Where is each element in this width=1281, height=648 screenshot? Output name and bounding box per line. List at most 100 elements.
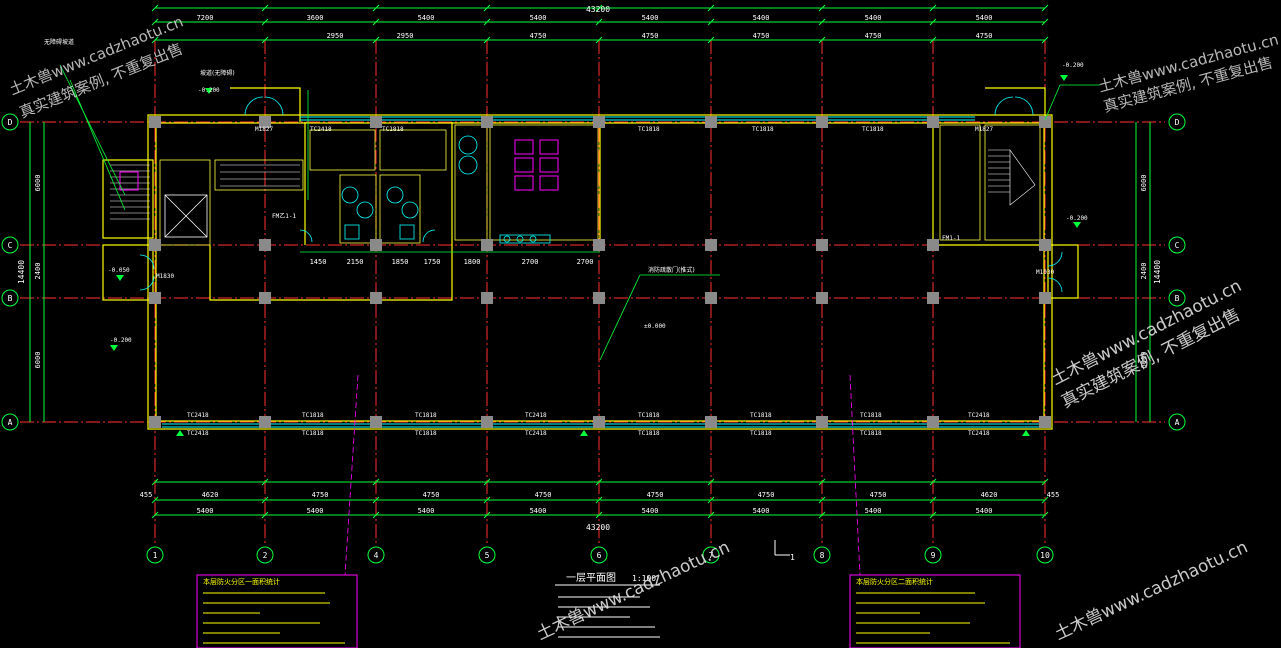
axis-label-1: 1 [153,551,158,560]
dim-tick [483,36,491,44]
dim-tick [1041,478,1049,486]
column [705,239,717,251]
bottom-sub-dim-2: 4750 [312,491,329,499]
axis-bubble-6 [590,546,608,564]
axis-label-9: 9 [931,551,936,560]
dim-tick [372,478,380,486]
axis-label-B: B [1175,294,1180,303]
right-dim-1: 2400 [1140,263,1148,280]
windows [162,116,1040,428]
dim-tick [818,496,826,504]
column [927,292,939,304]
top-dim-1: 3600 [307,14,324,22]
top-dim-7: 5400 [976,14,993,22]
mark-1 [774,540,790,556]
column [593,416,605,428]
bottom-sub-dim-8: 4620 [981,491,998,499]
column [1039,292,1051,304]
stair-left [110,164,300,220]
elevation-label-4: -0.200 [1062,62,1084,69]
dim-tick [151,478,159,486]
window-label-bottom2-1: TC1818 [302,430,324,437]
text-layer: 43200 43200 14400 14400 一层平面图 1:100 本层防火… [17,5,1162,586]
top-dim-6: 5400 [865,14,882,22]
watermark-bottom-right: 土木兽www.cadzhaotu.cn [1052,537,1251,644]
dim-tick [818,36,826,44]
axis-bubble-1 [146,546,164,564]
inner-dim-5: 2700 [522,258,539,266]
dim-tick [261,4,269,12]
panel-left-title: 本层防火分区一面积统计 [203,577,280,586]
column [593,292,605,304]
window-label-bottom2-6: TC1818 [860,430,882,437]
elevation-markers [110,75,1081,436]
window-label-bottom2-4: TC1818 [638,430,660,437]
dimension-ticks [151,4,1049,519]
column [705,116,717,128]
dim-tick [595,511,603,519]
dimension-lines [29,7,1151,516]
column [149,292,161,304]
dim-tick [1041,18,1049,26]
dim-tick [1041,496,1049,504]
right-dim-0: 6000 [1140,175,1148,192]
stair-right [988,149,1036,206]
inner-dim-4: 1800 [464,258,481,266]
window-label-bottom-1: TC1818 [302,412,324,419]
column [816,116,828,128]
dim-tick [261,511,269,519]
dim-tick [483,478,491,486]
dim-tick [929,511,937,519]
axis-bubble-C [1,236,19,254]
column [927,116,939,128]
dim-tick [929,478,937,486]
column [1039,116,1051,128]
axis-bubble-B [1,289,19,307]
dim-tick [483,18,491,26]
dim-tick [595,478,603,486]
total-dim-bottom: 43200 [586,523,610,532]
left-dim-2: 6000 [34,352,42,369]
dim-tick [261,478,269,486]
window-label-bottom2-5: TC1818 [750,430,772,437]
top-sub-dim-3: 4750 [642,32,659,40]
axis-label-4: 4 [374,551,379,560]
bottom-sub-dim-1: 4620 [202,491,219,499]
bottom-dim-6: 5400 [865,507,882,515]
column [149,116,161,128]
column [259,416,271,428]
door-label-5: FM乙1-1 [272,213,296,220]
dim-tick [151,36,159,44]
top-dim-5: 5400 [753,14,770,22]
dim-tick [483,496,491,504]
bottom-sub-dim-9: 455 [1047,491,1060,499]
dim-tick [818,4,826,12]
magenta-fixtures [119,139,559,191]
inner-dim-0: 1450 [310,258,327,266]
dim-tick [707,36,715,44]
door-label-1: M1827 [975,126,993,133]
axis-label-8: 8 [820,551,825,560]
top-sub-dim-1: 2950 [397,32,414,40]
axis-label-D: D [8,118,13,127]
column [370,239,382,251]
doors [139,96,1063,293]
bottom-dim-7: 5400 [976,507,993,515]
window-label-top-3: TC1818 [752,126,774,133]
window-label-bottom2-3: TC2418 [525,430,547,437]
window-label-top-4: TC1818 [862,126,884,133]
axis-bubble-10 [1036,546,1054,564]
column [259,116,271,128]
column [259,239,271,251]
dim-tick [707,4,715,12]
dim-tick [707,496,715,504]
section-leader-lines [344,374,861,576]
dim-tick [151,511,159,519]
center-notes-lines [555,584,660,638]
dim-tick [261,496,269,504]
column [481,116,493,128]
window-label-bottom-7: TC2418 [968,412,990,419]
column [816,416,828,428]
axis-label-C: C [1175,241,1180,250]
